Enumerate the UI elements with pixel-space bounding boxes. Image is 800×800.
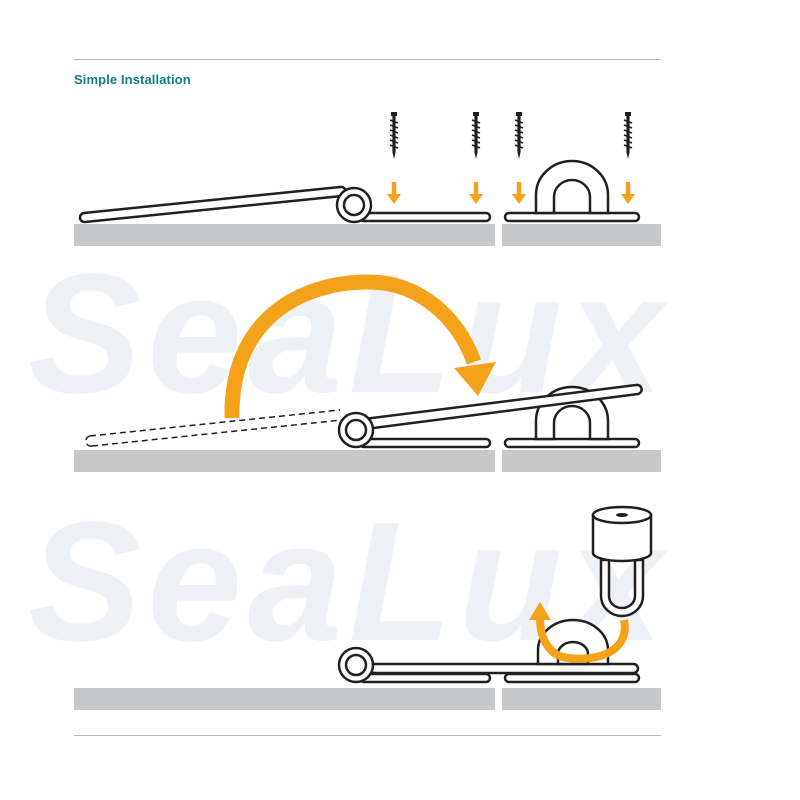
hinge-leaf-closed — [368, 662, 640, 675]
top-divider — [74, 59, 661, 60]
hinge-leaf — [78, 185, 347, 224]
hinge-leaf — [354, 383, 643, 432]
insert-arrow-icon — [536, 617, 629, 663]
staple-base-plate — [503, 672, 641, 684]
down-arrow-icon — [621, 182, 635, 204]
step-2-panel — [74, 274, 661, 472]
hinge-leaf-ghost — [85, 409, 343, 447]
bottom-divider — [74, 735, 661, 736]
hinge-base-plate — [358, 672, 492, 684]
padlock-icon — [591, 505, 653, 618]
down-arrow-icon — [512, 182, 526, 204]
surface-left — [74, 224, 495, 246]
surface-right — [502, 224, 661, 246]
section-title: Simple Installation — [74, 72, 191, 87]
down-arrow-icon — [387, 182, 401, 204]
staple-base-plate — [503, 211, 641, 223]
screw-icon — [389, 111, 399, 160]
staple-base-plate — [503, 437, 641, 449]
surface-right — [502, 450, 661, 472]
staple-loop — [534, 159, 610, 215]
step-3-panel — [74, 505, 661, 710]
surface-left — [74, 450, 495, 472]
hinge-base-plate — [358, 437, 492, 449]
hinge-base-plate — [358, 211, 492, 223]
surface-right — [502, 688, 661, 710]
surface-left — [74, 688, 495, 710]
down-arrow-icon — [469, 182, 483, 204]
screw-icon — [471, 111, 481, 160]
screw-icon — [623, 111, 633, 160]
rotate-arrow-icon — [224, 274, 482, 419]
screw-icon — [514, 111, 524, 160]
step-1-panel — [74, 111, 661, 246]
